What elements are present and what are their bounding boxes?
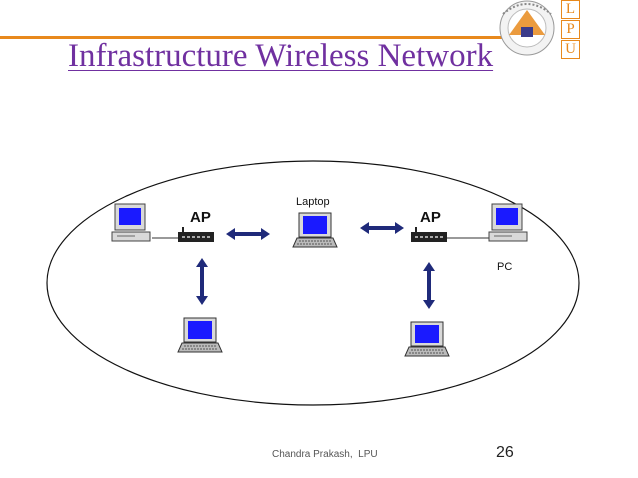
header-rule	[0, 36, 520, 39]
ap-right-label: AP	[420, 209, 441, 226]
page-number: 26	[496, 444, 514, 461]
lpu-letter-l: L	[561, 0, 580, 19]
slide-title: Infrastructure Wireless Network	[68, 38, 494, 74]
laptop-icon	[292, 212, 338, 248]
ap-left-label: AP	[190, 209, 211, 226]
laptop-icon	[177, 317, 223, 353]
lpu-letter-p: P	[561, 20, 580, 39]
network-boundary	[46, 160, 580, 406]
access-point-icon	[177, 226, 215, 243]
double-arrow-icon	[360, 222, 404, 234]
access-point-icon	[410, 226, 448, 243]
lpu-letter-blocks: L P U	[561, 0, 580, 60]
double-arrow-icon	[423, 262, 435, 309]
double-arrow-icon	[196, 258, 208, 305]
lpu-letter-u: U	[561, 40, 580, 59]
desktop-computer-icon	[111, 203, 151, 242]
desktop-computer-icon	[488, 203, 528, 242]
laptop-icon	[404, 321, 450, 357]
laptop-label: Laptop	[296, 196, 330, 208]
footer-author: Chandra Prakash, LPU	[272, 449, 378, 460]
university-logo	[499, 0, 555, 56]
pc-label: PC	[497, 261, 512, 273]
double-arrow-icon	[226, 228, 270, 240]
